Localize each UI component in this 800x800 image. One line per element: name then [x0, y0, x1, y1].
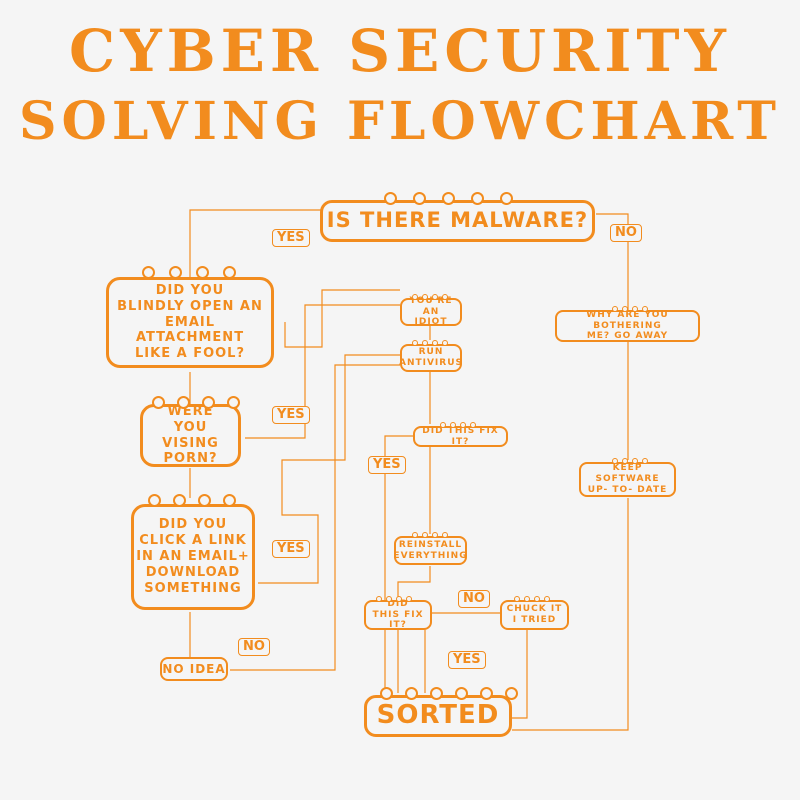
node-label: IS THERE MALWARE? [326, 208, 589, 233]
label-yes: YES [272, 406, 310, 424]
label-yes: YES [272, 229, 310, 247]
node-sorted: SORTED [364, 695, 512, 737]
ring-decoration [412, 532, 448, 538]
ring-decoration [380, 687, 518, 700]
node-label: DID THIS FIX IT? [372, 598, 424, 631]
node-is-there-malware: IS THERE MALWARE? [320, 200, 595, 242]
node-label: CHUCK IT I TRIED [506, 604, 563, 625]
node-keep-software-updated: KEEP SOFTWARE UP- TO- DATE [579, 462, 676, 497]
ring-decoration [412, 340, 448, 346]
title-line-1: CYBER SECURITY [69, 17, 731, 85]
node-label: WERE YOU VISING PORN? [162, 403, 219, 467]
node-label: DID YOU CLICK A LINK IN AN EMAIL+ DOWNLO… [136, 517, 250, 596]
ring-decoration [440, 422, 476, 428]
node-reinstall-everything: REINSTALL EVERYTHING [393, 536, 468, 565]
label-yes: YES [448, 651, 486, 669]
ring-decoration [514, 596, 550, 602]
node-did-this-fix-it-2: DID THIS FIX IT? [364, 598, 432, 631]
ring-decoration [148, 494, 236, 507]
node-label: DID YOU BLINDLY OPEN AN EMAIL ATTACHMENT… [117, 282, 263, 362]
label-no: NO [458, 590, 490, 608]
label-yes: YES [368, 456, 406, 474]
node-blindly-open-attachment: DID YOU BLINDLY OPEN AN EMAIL ATTACHMENT… [106, 277, 274, 368]
node-label: SORTED [376, 700, 500, 731]
node-youre-an-idiot: YOU'RE AN IDIOT [400, 295, 462, 328]
node-did-this-fix-it-1: DID THIS FIX IT? [413, 426, 508, 447]
node-label: NO IDEA [162, 661, 226, 676]
node-label: DID THIS FIX IT? [422, 425, 499, 447]
label-no: NO [238, 638, 270, 656]
node-label: YOU'RE AN IDIOT [409, 295, 453, 328]
ring-decoration [612, 458, 648, 464]
node-label: WHY ARE YOU BOTHERING ME? GO AWAY [586, 309, 669, 342]
label-no: NO [610, 224, 642, 242]
ring-decoration [612, 306, 648, 312]
node-label: RUN ANTIVIRUS [398, 347, 464, 368]
node-click-link: DID YOU CLICK A LINK IN AN EMAIL+ DOWNLO… [131, 504, 255, 610]
title-line-2: SOLVING FLOWCHART [19, 91, 781, 152]
node-chuck-it: CHUCK IT I TRIED [500, 600, 569, 630]
node-label: REINSTALL EVERYTHING [393, 539, 468, 561]
ring-decoration [142, 266, 236, 279]
node-visiting-porn: WERE YOU VISING PORN? [140, 404, 241, 467]
ring-decoration [412, 294, 448, 300]
node-label: KEEP SOFTWARE UP- TO- DATE [587, 463, 668, 495]
node-run-antivirus: RUN ANTIVIRUS [398, 344, 464, 372]
ring-decoration [384, 192, 513, 205]
node-why-bothering: WHY ARE YOU BOTHERING ME? GO AWAY [555, 310, 700, 342]
ring-decoration [152, 396, 240, 409]
node-no-idea: NO IDEA [160, 657, 228, 681]
ring-decoration [376, 596, 412, 602]
label-yes: YES [272, 540, 310, 558]
